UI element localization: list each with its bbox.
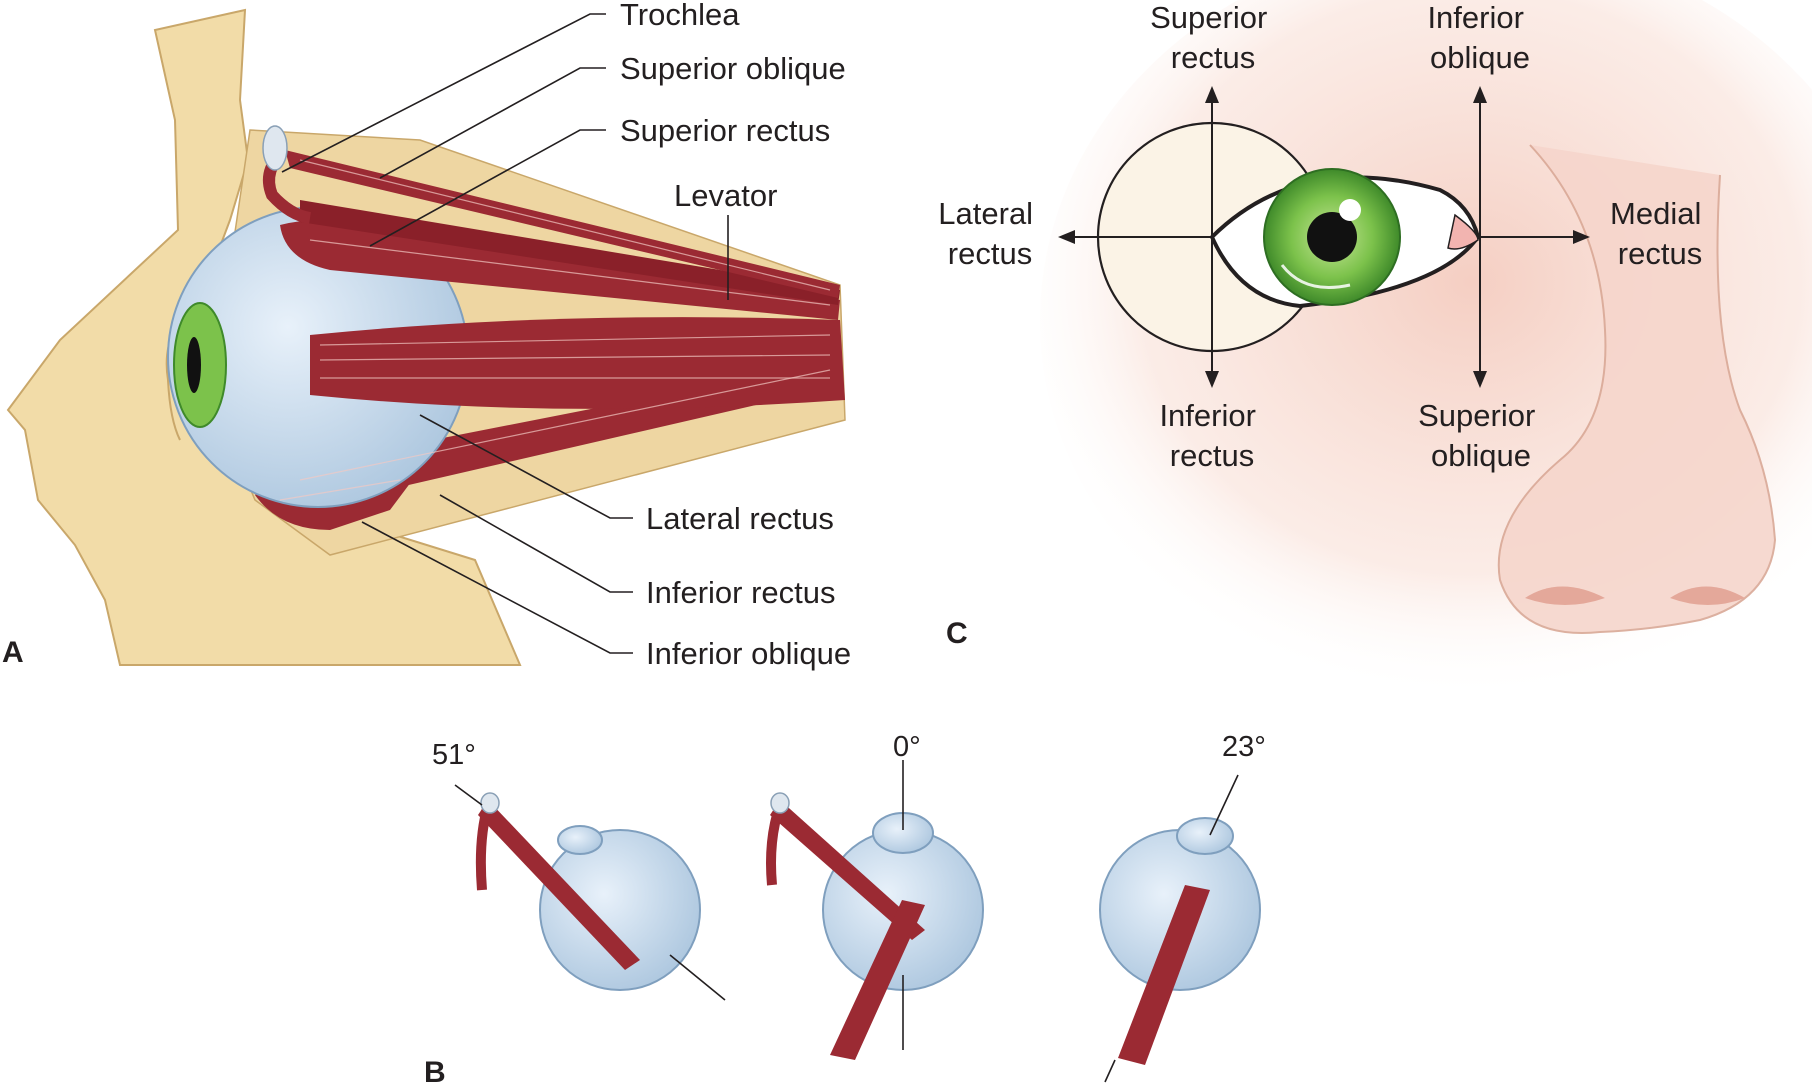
- label-trochlea: Trochlea: [620, 0, 740, 32]
- caruncle: [1447, 213, 1479, 250]
- action-arrows: [1058, 86, 1590, 388]
- panel-label-b: B: [424, 1056, 446, 1084]
- panel-a-leader-lines: [281, 13, 729, 654]
- label-inferior-oblique: Inferior oblique: [646, 636, 851, 671]
- levator-muscle: [300, 200, 840, 305]
- panel-label-c: C: [946, 617, 968, 650]
- panel-b: 51° 0° 23° B: [424, 731, 1266, 1084]
- panel-c: Superior rectus Inferior oblique Lateral…: [938, 0, 1812, 700]
- pupil-highlight: [1339, 199, 1361, 221]
- panel-label-a: A: [2, 636, 24, 669]
- superior-rectus-muscle: [280, 220, 840, 320]
- iris-reflection: [1280, 264, 1351, 289]
- label-c-inferior-oblique: Inferior oblique: [1427, 0, 1532, 75]
- label-superior-rectus: Superior rectus: [620, 113, 830, 148]
- globe-23: [1099, 774, 1261, 1083]
- panel-a: Trochlea Superior oblique Superior rectu…: [2, 0, 851, 671]
- nostril: [1670, 586, 1745, 605]
- nose-outline: [1497, 144, 1777, 634]
- label-c-lateral-rectus: Lateral rectus: [938, 196, 1041, 271]
- pupil: [187, 337, 201, 393]
- angle-label-23: 23°: [1222, 731, 1266, 763]
- lateral-rectus-muscle: [310, 317, 845, 409]
- nostril: [1525, 586, 1605, 605]
- label-c-superior-oblique: Superior oblique: [1418, 398, 1544, 473]
- label-levator: Levator: [674, 178, 777, 213]
- label-c-medial-rectus: Medial rectus: [1610, 196, 1710, 271]
- trochlea: [262, 125, 288, 171]
- globe-0: [766, 760, 984, 1060]
- label-inferior-rectus: Inferior rectus: [646, 575, 836, 610]
- pupil: [1307, 212, 1357, 262]
- angle-label-0: 0°: [893, 731, 921, 763]
- label-lateral-rectus: Lateral rectus: [646, 501, 834, 536]
- label-c-inferior-rectus: Inferior rectus: [1159, 398, 1264, 473]
- globe-51: [454, 784, 726, 1001]
- label-c-superior-rectus: Superior rectus: [1150, 0, 1276, 75]
- muscle-fibers: [279, 159, 831, 501]
- angle-label-51: 51°: [432, 739, 476, 771]
- label-superior-oblique: Superior oblique: [620, 51, 846, 86]
